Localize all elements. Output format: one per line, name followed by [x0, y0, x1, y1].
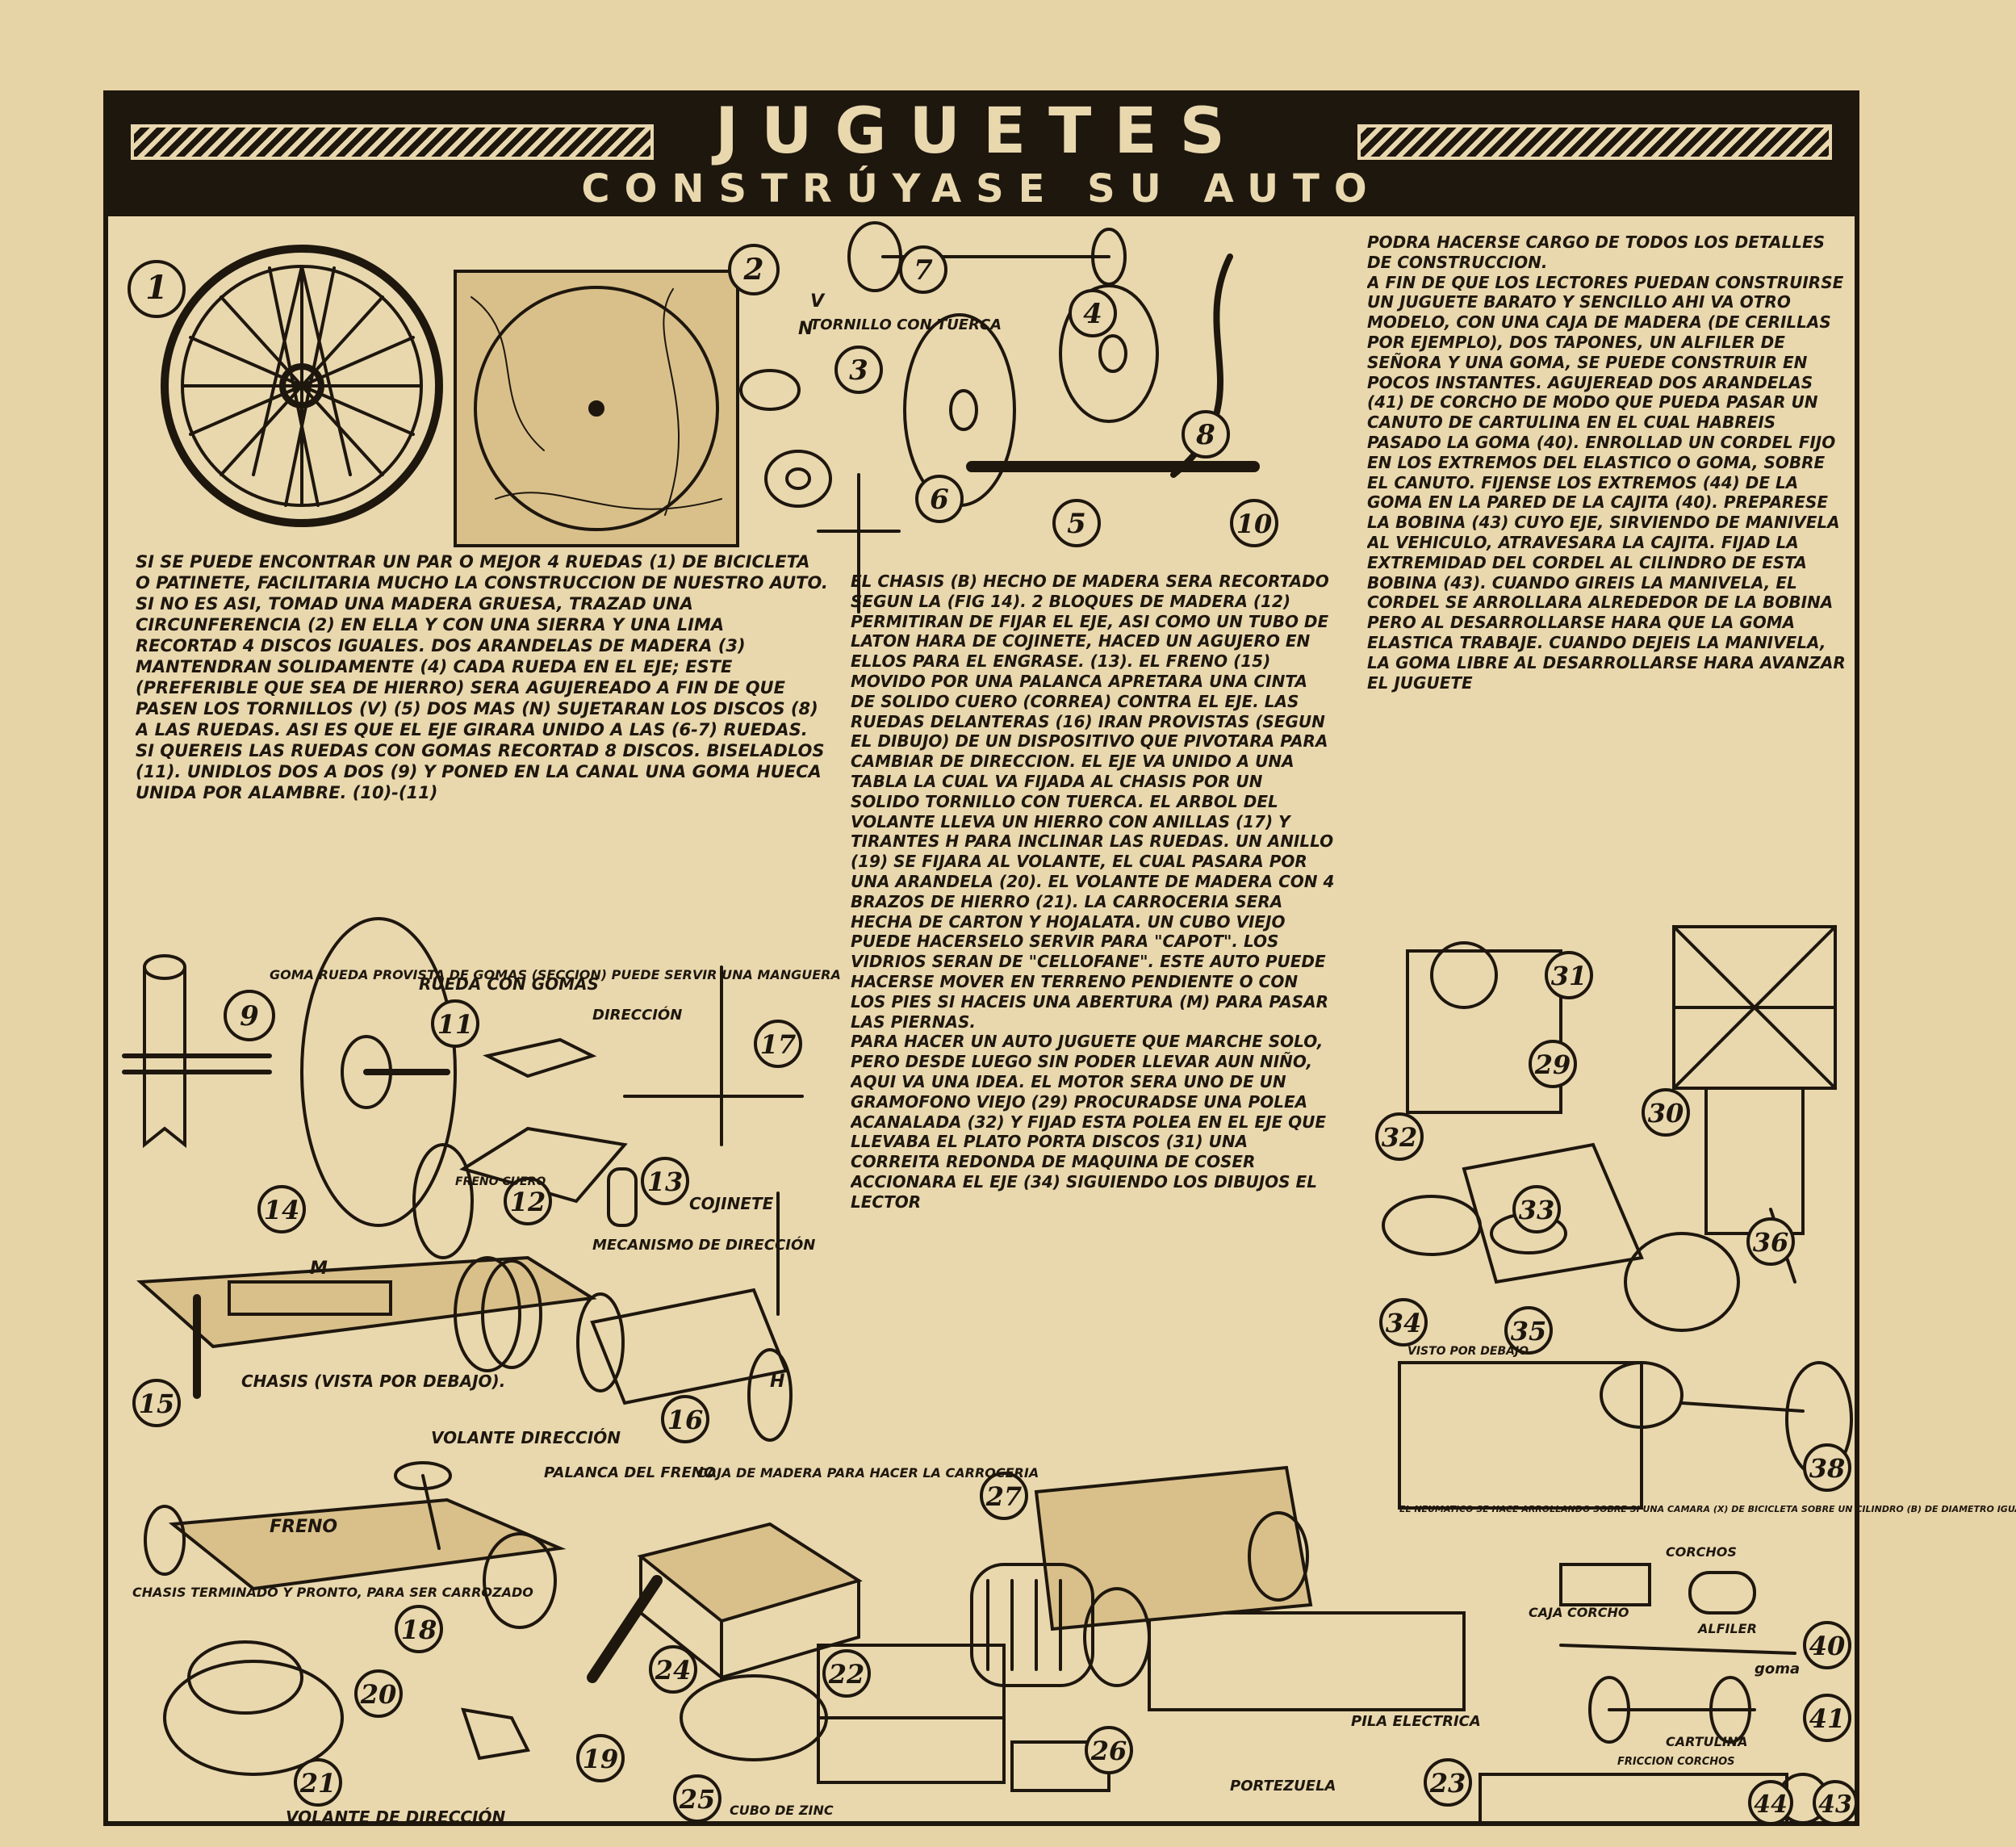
figure-number: 18	[401, 1615, 437, 1645]
figure-number: 7	[914, 254, 933, 287]
decorative-band-right	[1357, 124, 1832, 160]
figure-number: 1	[145, 269, 168, 307]
label-n: N	[798, 319, 813, 339]
label-goma: goma	[1755, 1661, 1800, 1677]
label-v: V	[810, 291, 826, 312]
figure-number: 22	[828, 1659, 865, 1690]
steering-column-illustration	[623, 965, 804, 1146]
label-m: M	[310, 1259, 328, 1279]
text-column-3: PODRA HACERSE CARGO DE TODOS LOS DETALLE…	[1367, 232, 1846, 693]
figure-number: 11	[437, 1009, 474, 1040]
label-freno: FRENO	[270, 1517, 337, 1537]
label-caja-corcho: CAJA CORCHO	[1529, 1605, 1629, 1620]
figure-number: 16	[667, 1405, 704, 1435]
page-subtitle: CONSTRÚYASE SU AUTO	[581, 166, 1382, 212]
label-alfiler: ALFILER	[1696, 1621, 1757, 1636]
figure-number: 34	[1386, 1308, 1422, 1338]
text-column-2: EL CHASIS (B) HECHO DE MADERA SERA RECOR…	[851, 572, 1335, 1212]
label-cojinete: COJINETE	[689, 1194, 774, 1213]
label-freno-cuero: FRENO CUERO	[455, 1175, 546, 1188]
label-direccion: DIRECCIÓN	[592, 1006, 682, 1024]
figure-number: 29	[1534, 1049, 1571, 1080]
label-corchos: CORCHOS	[1666, 1544, 1737, 1560]
label-pila: PILA ELECTRICA	[1351, 1713, 1481, 1730]
label-h: H	[770, 1372, 784, 1392]
washers-illustration	[739, 369, 832, 508]
decorative-band-left	[131, 124, 654, 160]
cork-toy-illustration	[1479, 1563, 1829, 1824]
label-volante-direccion: VOLANTE DIRECCIÓN	[431, 1428, 621, 1447]
label-portezuela: PORTEZUELA	[1230, 1778, 1336, 1795]
figure-number: 32	[1382, 1122, 1418, 1153]
car-body-boxes-illustration	[637, 1522, 1466, 1792]
text-column-1: SI SE PUEDE ENCONTRAR UN PAR O MEJOR 4 R…	[136, 552, 828, 803]
label-goma-rueda: GOMA RUEDA PROVISTA DE GOMAS (SECCION) P…	[270, 967, 841, 982]
figure-number: 20	[360, 1679, 397, 1710]
figure-number: 14	[264, 1195, 300, 1225]
figure-numbers: 1 2 3 4 5 6 7 8 9 10 11 12 13 14 15 16 1…	[128, 244, 1858, 1825]
figure-number: 19	[583, 1744, 619, 1774]
figure-number: 13	[647, 1166, 684, 1197]
figure-number: 26	[1090, 1736, 1127, 1766]
figure-number: 6	[930, 484, 949, 516]
figure-number: 41	[1809, 1703, 1846, 1734]
label-chasis: CHASIS (VISTA POR DEBAJO).	[241, 1372, 505, 1391]
figure-number: 8	[1195, 419, 1215, 451]
figure-number: 9	[240, 1000, 259, 1032]
figure-number: 10	[1236, 509, 1273, 539]
figure-number: 40	[1809, 1631, 1846, 1661]
figure-number: 24	[655, 1655, 692, 1686]
figure-number: 31	[1551, 961, 1587, 991]
rubber-wheel-illustration	[122, 917, 457, 1227]
figure-number: 15	[139, 1388, 175, 1419]
gramophone-motor-illustration	[1382, 941, 1740, 1510]
finished-chassis-illustration	[144, 1461, 567, 1629]
figure-number: 33	[1519, 1195, 1555, 1225]
label-rueda-gomas: RUEDA CON GOMAS	[419, 974, 599, 994]
steering-mechanism-illustration	[576, 1192, 793, 1442]
figure-number: 4	[1083, 298, 1102, 330]
page-title: JUGUETES	[715, 95, 1248, 168]
label-palanca: PALANCA DEL FRENO	[544, 1464, 716, 1481]
cardboard-pattern-illustration	[1672, 925, 1837, 1235]
illustrations: 1 2 3 4 5 6 7 8 9 10 11 12 13 14 15 16 1…	[122, 221, 2016, 1827]
figure-number: 38	[1809, 1453, 1846, 1484]
label-cartulina: CARTULINA	[1666, 1734, 1748, 1749]
figure-number: 21	[299, 1768, 337, 1799]
finished-car-illustration	[970, 1465, 1313, 1687]
steering-wheel-parts-illustration	[163, 1575, 663, 1776]
figure-number: 35	[1511, 1316, 1547, 1347]
figure-number: 17	[760, 1029, 797, 1060]
figure-number: 23	[1429, 1768, 1466, 1799]
label-neumatico: EL NEUMATICO SE HACE ARROLLANDO SOBRE SI…	[1399, 1504, 2016, 1514]
figure-number: 12	[510, 1187, 546, 1217]
figure-number: 3	[849, 354, 868, 387]
figure-number: 44	[1754, 1790, 1788, 1819]
label-tornillo: TORNILLO CON TUERCA	[810, 316, 1002, 333]
chassis-underside-illustration	[136, 1143, 597, 1399]
title-banner: JUGUETES CONSTRÚYASE SU AUTO	[108, 95, 1855, 216]
label-chasis-terminado: CHASIS TERMINADO Y PRONTO, PARA SER CARR…	[132, 1585, 533, 1600]
label-friccion: FRICCION CORCHOS	[1617, 1756, 1735, 1768]
label-cubo-zinc: CUBO DE ZINC	[730, 1803, 834, 1818]
spoked-wheel-illustration	[161, 245, 443, 527]
figure-number: 36	[1753, 1227, 1789, 1258]
label-visto-debajo: VISTO POR DEBAJO	[1407, 1345, 1529, 1358]
figure-number: 5	[1067, 508, 1086, 540]
figure-number: 2	[742, 253, 763, 287]
figure-number: 30	[1648, 1098, 1684, 1129]
wood-board-illustration	[454, 270, 739, 547]
page-sheet: JUGUETES CONSTRÚYASE SU AUTO SI SE PUEDE…	[103, 90, 2016, 1827]
label-mecanismo: MECANISMO DE DIRECCIÓN	[592, 1236, 815, 1254]
label-caja-madera: CAJA DE MADERA PARA HACER LA CARROCERIA	[697, 1465, 1039, 1481]
label-volante-de-direccion: VOLANTE DE DIRECCIÓN	[286, 1807, 505, 1827]
axle-cross-illustration	[817, 473, 901, 614]
figure-number: 43	[1818, 1790, 1852, 1819]
figure-number: 25	[679, 1784, 716, 1815]
figure-number: 27	[985, 1481, 1023, 1512]
